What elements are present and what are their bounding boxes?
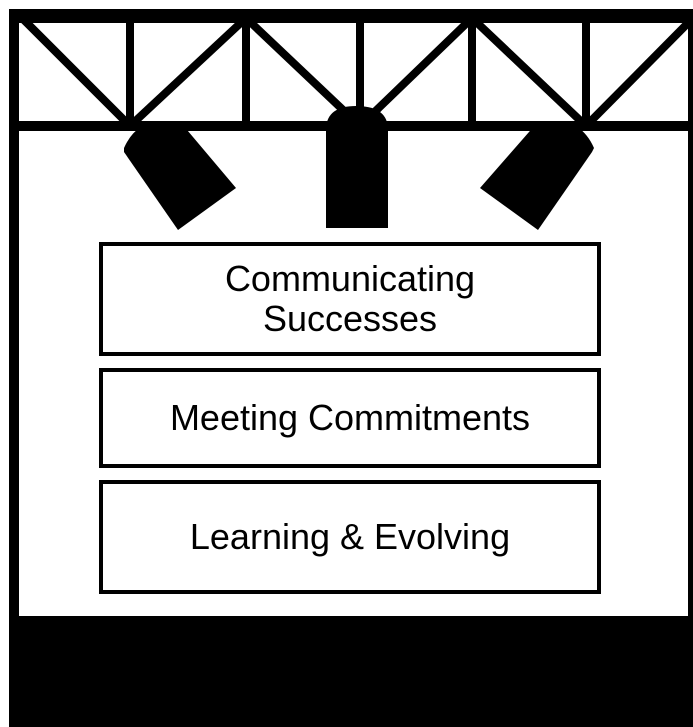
stage-floor-icon — [14, 616, 693, 727]
block-label-line1: Communicating — [224, 258, 476, 299]
block-label-line2: Successes — [262, 298, 438, 339]
spotlight-left-icon — [124, 121, 236, 230]
block-learning-evolving: Learning & Evolving — [99, 480, 601, 594]
block-communicating-successes: Communicating Successes — [99, 242, 601, 356]
spotlight-center-icon — [326, 106, 388, 228]
block-label: Meeting Commitments — [169, 397, 531, 438]
spotlight-right-icon — [480, 121, 594, 230]
block-label: Learning & Evolving — [189, 516, 511, 557]
block-meeting-commitments: Meeting Commitments — [99, 368, 601, 468]
